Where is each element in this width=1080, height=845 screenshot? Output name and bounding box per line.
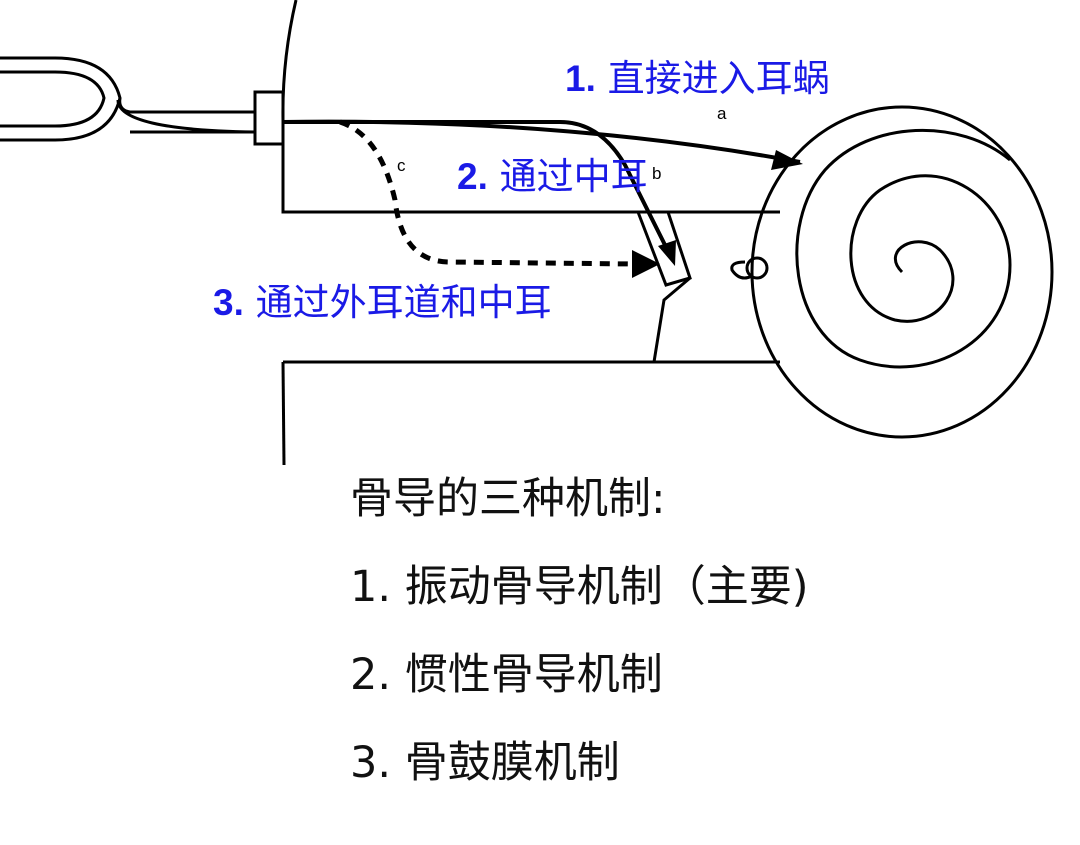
- skull-outline: [281, 0, 780, 466]
- path-letter-a: a: [717, 104, 727, 123]
- path-3-number: 3.: [213, 282, 244, 323]
- mechanism-item-3: 3. 骨鼓膜机制: [350, 738, 620, 788]
- tuning-fork-icon: [0, 56, 285, 146]
- path-letter-c: c: [397, 156, 406, 175]
- path-letter-b: b: [652, 164, 662, 183]
- path-3-text: 通过外耳道和中耳: [255, 281, 552, 324]
- mechanism-item-1: 1. 振动骨导机制（主要): [350, 562, 809, 612]
- path-1-number: 1.: [565, 58, 596, 99]
- mechanism-item-2: 2. 惯性骨导机制: [350, 650, 663, 700]
- path-b-arrow: [283, 120, 676, 266]
- bone-conduction-diagram: [0, 0, 1054, 466]
- mechanisms-list: 骨导的三种机制: 1. 振动骨导机制（主要) 2. 惯性骨导机制 3. 骨鼓膜机…: [350, 478, 808, 830]
- path-2-text: 通过中耳: [499, 155, 648, 198]
- path-c-arrow: [339, 119, 660, 278]
- mechanisms-title: 骨导的三种机制:: [350, 474, 666, 524]
- cochlea-icon: [750, 105, 1054, 439]
- path-2-label: 2. 通过中耳: [457, 146, 648, 200]
- path-1-text: 直接进入耳蜗: [607, 57, 830, 100]
- path-2-number: 2.: [457, 156, 488, 197]
- ossicle-chain: [636, 211, 769, 363]
- path-3-label: 3. 通过外耳道和中耳: [213, 272, 552, 326]
- path-1-label: 1. 直接进入耳蜗: [565, 48, 830, 102]
